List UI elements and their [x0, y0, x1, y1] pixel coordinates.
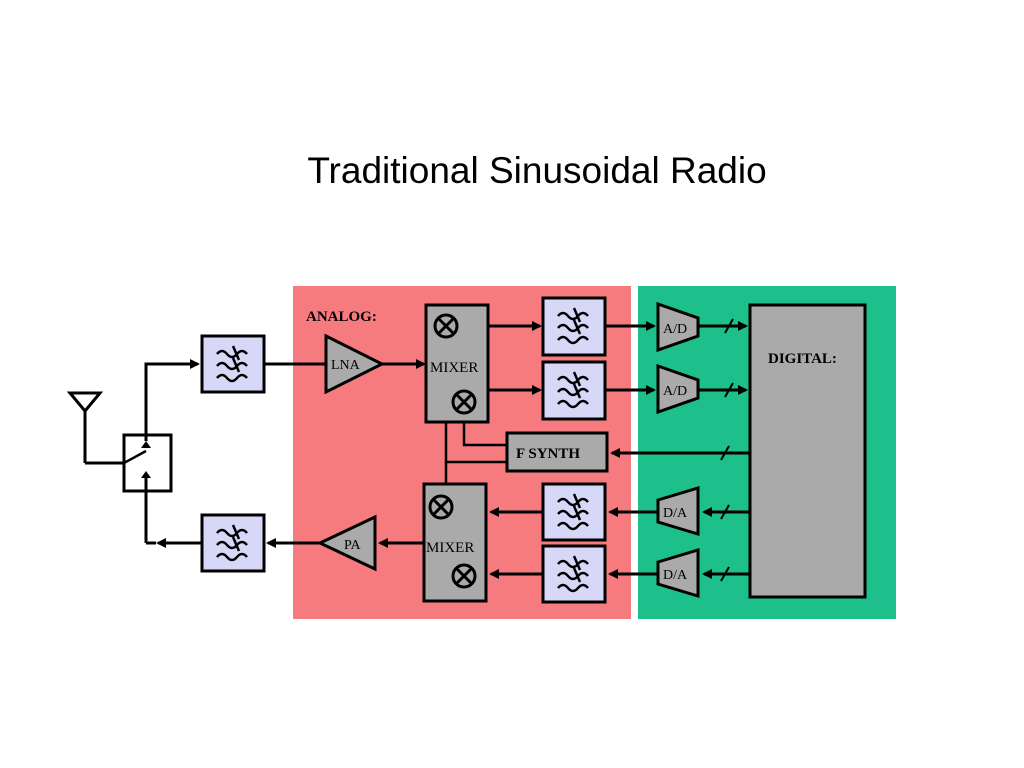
tx-mixer: MIXER: [422, 482, 488, 603]
pa-label: PA: [344, 538, 362, 553]
analog-region-label: ANALOG:: [306, 309, 377, 325]
digital-block: DIGITAL:: [748, 303, 867, 599]
rx-filter-i: [541, 296, 607, 357]
dac-top: D/A: [656, 485, 700, 537]
tx-mixer-label: MIXER: [426, 540, 474, 556]
rx-mixer-label: MIXER: [430, 360, 478, 376]
dac-bottom-label: D/A: [663, 568, 688, 583]
tx-antenna-filter: [200, 513, 266, 573]
tx-filter-q: [541, 544, 607, 604]
digital-to-dac-top-bus: [702, 504, 750, 520]
frequency-synthesizer: F SYNTH: [505, 431, 609, 473]
dac-bottom: D/A: [656, 547, 700, 599]
digital-to-synth-bus: [610, 445, 750, 461]
lna-amplifier: LNA: [324, 333, 386, 395]
adc-top-to-digital-bus: [698, 318, 748, 334]
rx-filter-q: [541, 360, 607, 421]
dac-top-label: D/A: [663, 506, 688, 521]
adc-bottom-to-digital-bus: [698, 382, 748, 398]
switch-to-rx-filter-line: [144, 359, 200, 441]
adc-bottom: A/D: [656, 363, 700, 415]
lna-label: LNA: [331, 358, 361, 373]
synth-label: F SYNTH: [516, 446, 580, 462]
synth-to-rx-mixer-line: [462, 422, 507, 447]
slide-title: Traditional Sinusoidal Radio: [307, 150, 767, 191]
digital-block-label: DIGITAL:: [768, 351, 837, 367]
adc-top: A/D: [656, 301, 700, 353]
rx-mixer: MIXER: [424, 303, 490, 424]
antenna-icon: [66, 391, 124, 465]
digital-to-dac-bottom-bus: [702, 566, 750, 582]
adc-top-label: A/D: [663, 322, 687, 337]
rx-antenna-filter: [200, 334, 266, 394]
power-amplifier: PA: [316, 514, 377, 572]
adc-bottom-label: A/D: [663, 384, 687, 399]
tx-filter-i: [541, 482, 607, 542]
